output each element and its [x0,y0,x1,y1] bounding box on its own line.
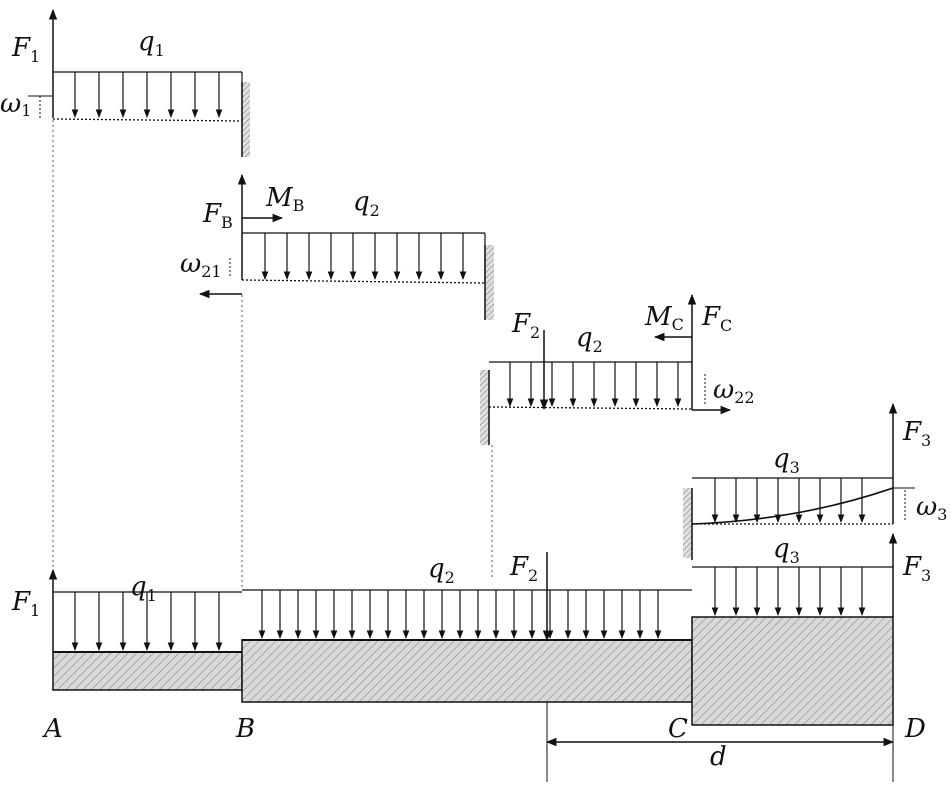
dimension-d: d [545,702,895,782]
q1-bottom-load-arrows [71,592,223,651]
q1-load-arrows [71,72,223,118]
f3-upper-label: F3 [902,417,931,450]
fixed-wall-support [480,370,489,445]
q1-top-label: q1 [138,27,165,60]
mb-label: MB [265,183,304,215]
q2-upper-label: q2 [353,187,380,220]
fb-label: FB [202,199,233,232]
q2-lower-load-arrows [506,362,682,407]
omega1-label: ω1 [0,89,31,120]
f1-bottom-label: F1 [11,587,40,620]
q3-bottom-load-arrows [711,567,866,616]
deflection-curve [691,487,894,525]
point-d-label: D [904,714,926,744]
omega3-label: ω3 [916,492,947,524]
point-b-label: B [235,714,255,744]
f1-top-label: F1 [11,33,40,66]
composite-beam: F1 q1 q2 F2 q3 F3 [11,532,931,726]
point-a-label: A [42,714,63,744]
segment-2-freebody: FB MB q2 ω21 [180,173,494,320]
beam-section-bc [241,639,693,703]
fc-label: FC [701,302,732,335]
beam-section-ab [52,651,243,691]
q3-upper-load-arrows [711,478,866,523]
fixed-wall-support [485,245,494,320]
q2-mid-label: q2 [576,323,603,356]
mc-label: MC [644,302,684,334]
q2-bottom-load-arrows [258,590,662,639]
q2-upper-load-arrows [261,233,467,280]
segment-4-freebody: F3 q3 ω3 [683,402,947,560]
q2-bottom-label: q2 [428,554,455,587]
point-c-label: C [668,714,688,744]
segment-1-freebody: F1 q1 ω1 [0,8,250,157]
f2-upper-label: F2 [511,309,540,342]
omega21-label: ω21 [180,249,222,281]
point-labels: A B C D [42,714,926,744]
omega22-label: ω22 [713,375,755,407]
f2-bottom-label: F2 [509,552,538,585]
beam-section-cd [691,616,894,726]
q1-bottom-label: q1 [130,572,157,605]
q3-upper-label: q3 [773,444,800,477]
fixed-wall-support [683,488,692,558]
fixed-wall-support [242,82,250,157]
q3-bottom-label: q3 [773,534,800,567]
f3-bottom-label: F3 [902,552,931,585]
projection-lines [52,120,493,590]
dimension-d-label: d [710,742,727,772]
segment-3-freebody: F2 q2 MC FC ω22 [480,293,755,445]
